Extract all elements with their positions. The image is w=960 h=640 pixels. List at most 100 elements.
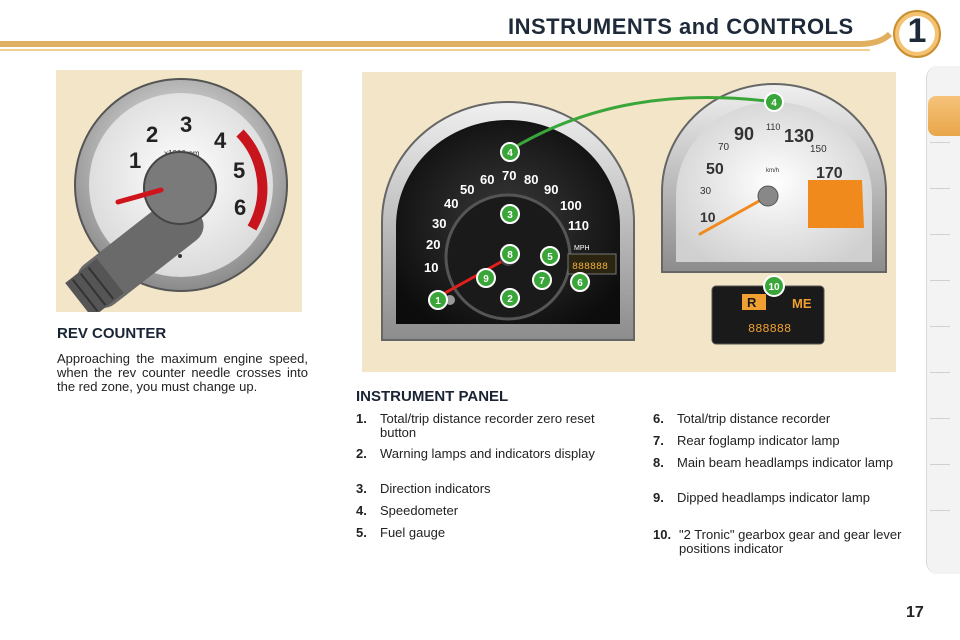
side-tab-divider: [930, 510, 950, 511]
speedo-number: 70: [718, 142, 730, 153]
list-item-text: Total/trip distance recorder: [677, 411, 831, 426]
side-tab-divider: [930, 234, 950, 235]
list-item-number: 7.: [653, 433, 664, 448]
svg-text:10: 10: [768, 282, 780, 293]
speedo-number: 130: [784, 126, 814, 146]
list-item-number: 9.: [653, 490, 664, 505]
side-tab-divider: [930, 188, 950, 189]
list-item: 3. Direction indicators: [356, 482, 618, 498]
callout-3: 3: [500, 204, 520, 224]
callout-8: 8: [500, 244, 520, 264]
callout-2: 2: [500, 288, 520, 308]
speedo-number: 170: [816, 165, 843, 182]
svg-text:6: 6: [577, 278, 583, 289]
speedo-number: 20: [426, 237, 440, 252]
list-item-text: Total/trip distance recorder zero reset …: [380, 411, 595, 440]
callout-6: 6: [570, 272, 590, 292]
callout-4: 4: [500, 142, 520, 162]
speedo-number: 100: [560, 198, 582, 213]
speedo-number: 80: [524, 172, 538, 187]
list-item: 6. Total/trip distance recorder: [653, 412, 915, 428]
list-item-text: Fuel gauge: [380, 525, 446, 540]
list-item-number: 3.: [356, 481, 367, 496]
list-item-number: 8.: [653, 455, 664, 470]
list-item-text: Direction indicators: [380, 481, 491, 496]
list-item-number: 6.: [653, 411, 664, 426]
side-tab-divider: [930, 372, 950, 373]
list-item-text: Rear foglamp indicator lamp: [677, 433, 840, 448]
side-tab-strip: [926, 66, 960, 574]
list-item: 5. Fuel gauge: [356, 526, 618, 542]
callout-1: 1: [428, 290, 448, 310]
lcd-gear: R: [747, 295, 757, 310]
chapter-number: 1: [907, 12, 927, 50]
speedo-number: 50: [460, 182, 474, 197]
rev-dial-number: 2: [146, 122, 158, 147]
svg-text:1: 1: [435, 296, 441, 307]
list-item-number: 1.: [356, 411, 367, 426]
callout-10: 10: [763, 275, 785, 297]
page-number: 17: [906, 604, 924, 621]
speedo-number: 10: [424, 260, 438, 275]
svg-text:9: 9: [483, 274, 489, 285]
chapter-tab-active[interactable]: [928, 96, 960, 136]
list-item-text: "2 Tronic" gearbox gear and gear lever p…: [679, 527, 902, 556]
instrument-panel-heading: INSTRUMENT PANEL: [356, 388, 509, 405]
speedo-number: 10: [700, 209, 716, 225]
list-item: 4. Speedometer: [356, 504, 618, 520]
callout-5: 5: [540, 246, 560, 266]
rev-dial-number: 1: [129, 148, 141, 173]
page-title: INSTRUMENTS and CONTROLS: [508, 14, 854, 39]
rev-dial-number: 3: [180, 112, 192, 137]
speedo-number: 60: [480, 172, 494, 187]
callout-4b: 4: [764, 92, 784, 112]
list-item-number: 2.: [356, 446, 367, 461]
svg-text:7: 7: [539, 276, 545, 287]
speedo-unit-label: km/h: [766, 168, 779, 174]
svg-text:8: 8: [507, 250, 513, 261]
side-tab-divider: [930, 142, 950, 143]
rev-dial-number: 6: [234, 195, 246, 220]
list-item-number: 4.: [356, 503, 367, 518]
speedo-number: 110: [766, 122, 780, 132]
list-item: 2. Warning lamps and indicators display: [356, 447, 618, 477]
odometer-display: 888888: [572, 262, 608, 273]
list-item: 7. Rear foglamp indicator lamp: [653, 434, 915, 450]
list-item-text: Speedometer: [380, 503, 459, 518]
lcd-odometer: 888888: [748, 322, 791, 336]
side-tab-divider: [930, 418, 950, 419]
speedo-number: 150: [810, 144, 827, 155]
speedo-number: 40: [444, 196, 458, 211]
speedo-number: 30: [700, 186, 712, 197]
list-item-text: Dipped headlamps indicator lamp: [677, 490, 870, 505]
lcd-mode: ME: [792, 296, 812, 311]
side-tab-divider: [930, 326, 950, 327]
list-item: 1. Total/trip distance recorder zero res…: [356, 412, 618, 442]
chapter-badge: 1: [888, 8, 946, 58]
speedo-number: 110: [568, 218, 589, 233]
svg-text:5: 5: [547, 252, 553, 263]
svg-text:4: 4: [771, 98, 777, 109]
speedo-number: 90: [734, 124, 754, 144]
list-item-text: Warning lamps and indicators display: [380, 446, 595, 461]
list-item-number: 10.: [653, 527, 672, 542]
rev-counter-heading: REV COUNTER: [57, 325, 167, 342]
callout-7: 7: [532, 270, 552, 290]
svg-text:4: 4: [507, 148, 513, 159]
rev-counter-photo: 1 2 3 4 5 6 x1000rpm: [56, 70, 302, 318]
speedo-number: 30: [432, 216, 446, 231]
side-tab-divider: [930, 280, 950, 281]
header-banner: [0, 31, 893, 51]
speedo-number: 50: [706, 161, 724, 178]
svg-text:2: 2: [507, 294, 513, 305]
callout-9: 9: [476, 268, 496, 288]
rev-counter-description: Approaching the maximum engine speed, wh…: [57, 351, 308, 394]
instrument-panel-photo: 10 20 30 40 50 60 70 80 90 100 110 MPH 8…: [362, 72, 896, 372]
list-item: 8. Main beam headlamps indicator lamp: [653, 456, 915, 486]
speedo-unit-label: MPH: [574, 245, 590, 252]
list-item-number: 5.: [356, 525, 367, 540]
list-item: 10. "2 Tronic" gearbox gear and gear lev…: [653, 528, 915, 558]
speedo-number: 90: [544, 182, 558, 197]
side-tab-divider: [930, 464, 950, 465]
list-item-text: Main beam headlamps indicator lamp: [677, 455, 894, 470]
